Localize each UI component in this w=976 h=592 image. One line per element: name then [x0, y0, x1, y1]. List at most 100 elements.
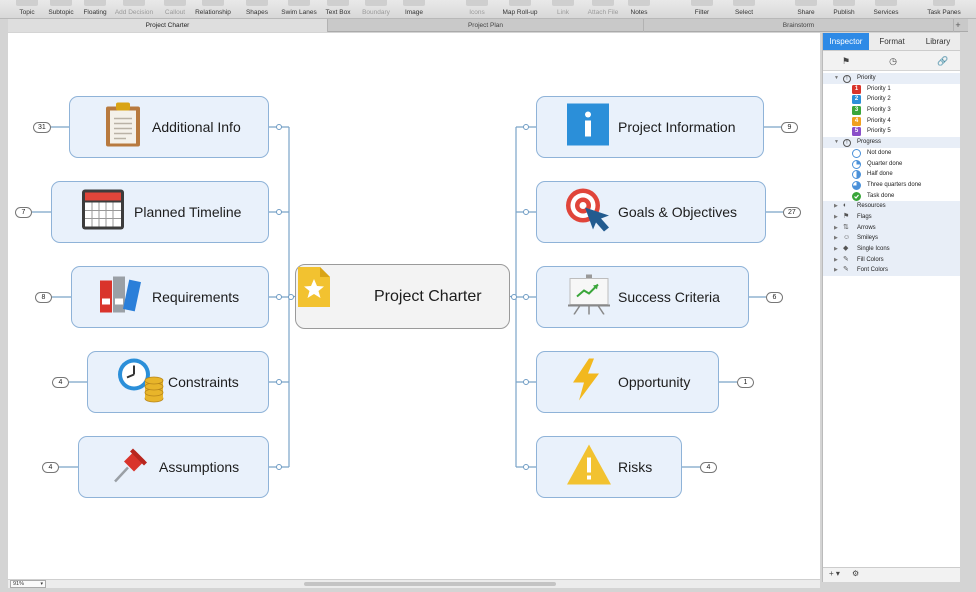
link-attach-subtab-icon[interactable]: 🔗 — [937, 56, 949, 66]
pane-tab-inspector[interactable]: Inspector — [823, 33, 869, 51]
services-tool-icon — [875, 0, 897, 6]
share-tool-button[interactable]: Share — [797, 9, 815, 16]
add-menu-button[interactable]: + ▾ — [829, 569, 840, 578]
task-panes-tool-button[interactable]: Task Panes — [927, 9, 961, 16]
tree-group-single-icons[interactable]: ▶◆Single Icons — [823, 244, 961, 255]
zoom-select[interactable]: 91%▾ — [10, 580, 46, 588]
tab-brainstorm[interactable]: Brainstorm — [644, 19, 954, 32]
central-connector-left[interactable] — [288, 293, 294, 300]
priority-1-icon: 1 — [852, 84, 861, 94]
topic-connector[interactable] — [523, 124, 529, 130]
topic-tool-button[interactable]: Topic — [19, 9, 35, 16]
tree-group-flags[interactable]: ▶⚑Flags — [823, 211, 961, 223]
tree-group-resources[interactable]: ▶◐Resources — [823, 201, 961, 212]
link-tool-button: Link — [557, 9, 569, 16]
swim-lanes-tool-button[interactable]: Swim Lanes — [281, 9, 317, 16]
topic-connector[interactable] — [276, 209, 282, 215]
topic-label: Goals & Objectives — [618, 204, 738, 220]
tree-item-task-done[interactable]: Task done — [823, 191, 961, 202]
tree-item-quarter-done[interactable]: Quarter done — [823, 159, 961, 170]
tree-item-three-quarters-done[interactable]: Three quarters done — [823, 180, 961, 191]
topic-additional-info[interactable]: Additional Info — [69, 96, 269, 158]
disclosure-closed-icon[interactable]: ▶ — [834, 256, 838, 263]
gear-icon[interactable]: ⚙ — [852, 569, 860, 578]
tree-group-fill-colors[interactable]: ▶✎Fill Colors — [823, 254, 961, 266]
disclosure-closed-icon[interactable]: ▶ — [834, 213, 838, 220]
text-box-tool-button[interactable]: Text Box — [325, 9, 351, 16]
topic-connector[interactable] — [523, 294, 529, 300]
central-connector-right[interactable] — [511, 293, 517, 300]
filter-tool-button[interactable]: Filter — [694, 9, 710, 16]
disclosure-open-icon[interactable]: ▼ — [834, 139, 839, 146]
shapes-tool-button[interactable]: Shapes — [245, 9, 269, 16]
subtopic-count-badge[interactable]: 9 — [781, 121, 798, 133]
notes-tool-button[interactable]: Notes — [630, 9, 648, 16]
topic-connector[interactable] — [276, 379, 282, 385]
relationship-tool-icon — [202, 0, 224, 6]
subtopic-count-badge[interactable]: 4 — [42, 461, 59, 473]
clipboard-icon — [104, 102, 142, 153]
topic-connector[interactable] — [523, 209, 529, 215]
tree-item-half-done[interactable]: Half done — [823, 169, 961, 180]
subtopic-count-badge[interactable]: 4 — [700, 461, 717, 473]
subtopic-tool-button[interactable]: Subtopic — [48, 9, 74, 16]
tree-group-smileys[interactable]: ▶☺Smileys — [823, 233, 961, 244]
topic-connector[interactable] — [276, 464, 282, 470]
tree-item-not-done[interactable]: Not done — [823, 148, 961, 159]
topic-assumptions[interactable]: Assumptions — [78, 436, 269, 498]
disclosure-closed-icon[interactable]: ▶ — [834, 224, 838, 231]
subtopic-count-badge[interactable]: 1 — [737, 376, 754, 388]
tree-group-label: Resources — [857, 203, 886, 210]
tree-group-progress[interactable]: ▼!Progress — [823, 137, 961, 148]
clock-subtab-icon[interactable]: ◷ — [889, 56, 897, 66]
icons-subtab-icon[interactable]: ⚑ — [841, 56, 851, 66]
topic-goals-objectives[interactable]: Goals & Objectives — [536, 181, 766, 243]
tab-project-plan[interactable]: Project Plan — [328, 19, 644, 32]
tree-group-font-colors[interactable]: ▶✎Font Colors — [823, 265, 961, 277]
subtopic-count-badge[interactable]: 27 — [783, 206, 801, 218]
image-tool-button[interactable]: Image — [404, 9, 424, 16]
topic-success-criteria[interactable]: Success Criteria — [536, 266, 749, 328]
disclosure-open-icon[interactable]: ▼ — [834, 75, 839, 81]
services-tool-button[interactable]: Services — [873, 9, 899, 16]
topic-constraints[interactable]: Constraints — [87, 351, 269, 413]
select-tool-button[interactable]: Select — [734, 9, 754, 16]
subtopic-count-badge[interactable]: 7 — [15, 206, 32, 218]
tree-group-priority[interactable]: ▼!Priority — [823, 73, 961, 84]
horizontal-scroll-thumb[interactable] — [304, 582, 556, 586]
topic-connector[interactable] — [523, 379, 529, 385]
add-tab-button[interactable]: + — [955, 20, 961, 30]
topic-opportunity[interactable]: Opportunity — [536, 351, 719, 413]
disclosure-closed-icon[interactable]: ▶ — [834, 267, 838, 274]
publish-tool-button[interactable]: Publish — [833, 9, 855, 16]
topic-risks[interactable]: Risks — [536, 436, 682, 498]
floating-tool-button[interactable]: Floating — [83, 9, 107, 16]
map-roll-up-tool-button[interactable]: Map Roll-up — [502, 9, 538, 16]
pane-tab-format[interactable]: Format — [869, 33, 915, 51]
relationship-tool-button[interactable]: Relationship — [195, 9, 231, 16]
central-topic[interactable]: Project Charter — [295, 264, 510, 329]
topic-planned-timeline[interactable]: Planned Timeline — [51, 181, 269, 243]
pane-tab-library[interactable]: Library — [915, 33, 961, 51]
disclosure-closed-icon[interactable]: ▶ — [834, 203, 838, 210]
topic-requirements[interactable]: Requirements — [71, 266, 269, 328]
tab-project-charter[interactable]: Project Charter — [8, 19, 328, 32]
subtopic-count-badge[interactable]: 6 — [766, 291, 783, 303]
topic-connector[interactable] — [523, 464, 529, 470]
topic-connector[interactable] — [276, 124, 282, 130]
topic-connector[interactable] — [276, 294, 282, 300]
tree-group-arrows[interactable]: ▶⇅Arrows — [823, 222, 961, 234]
topic-project-information[interactable]: Project Information — [536, 96, 764, 158]
subtopic-count-badge[interactable]: 8 — [35, 291, 52, 303]
disclosure-closed-icon[interactable]: ▶ — [834, 246, 838, 252]
disclosure-closed-icon[interactable]: ▶ — [834, 235, 838, 242]
subtopic-count-badge[interactable]: 4 — [52, 376, 69, 388]
subtopic-count-badge[interactable]: 31 — [33, 121, 51, 133]
